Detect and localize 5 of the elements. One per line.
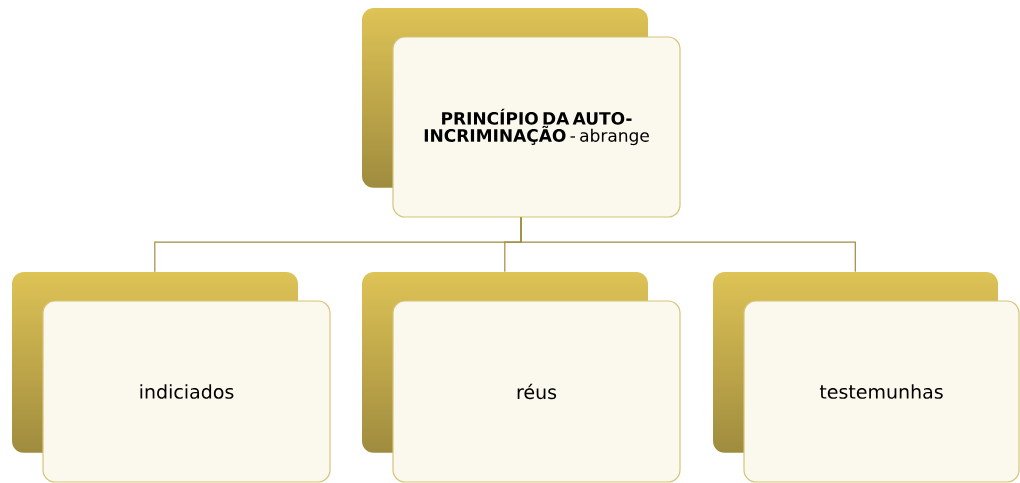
stacked-box: testemunhas: [743, 300, 1020, 483]
stacked-box: indiciados: [42, 300, 331, 483]
stacked-box: PRINCÍPIO DA AUTO-INCRIMINAÇÃO - abrange: [392, 36, 681, 218]
connector-line: [520, 216, 856, 273]
stacked-box: réus: [392, 300, 681, 483]
